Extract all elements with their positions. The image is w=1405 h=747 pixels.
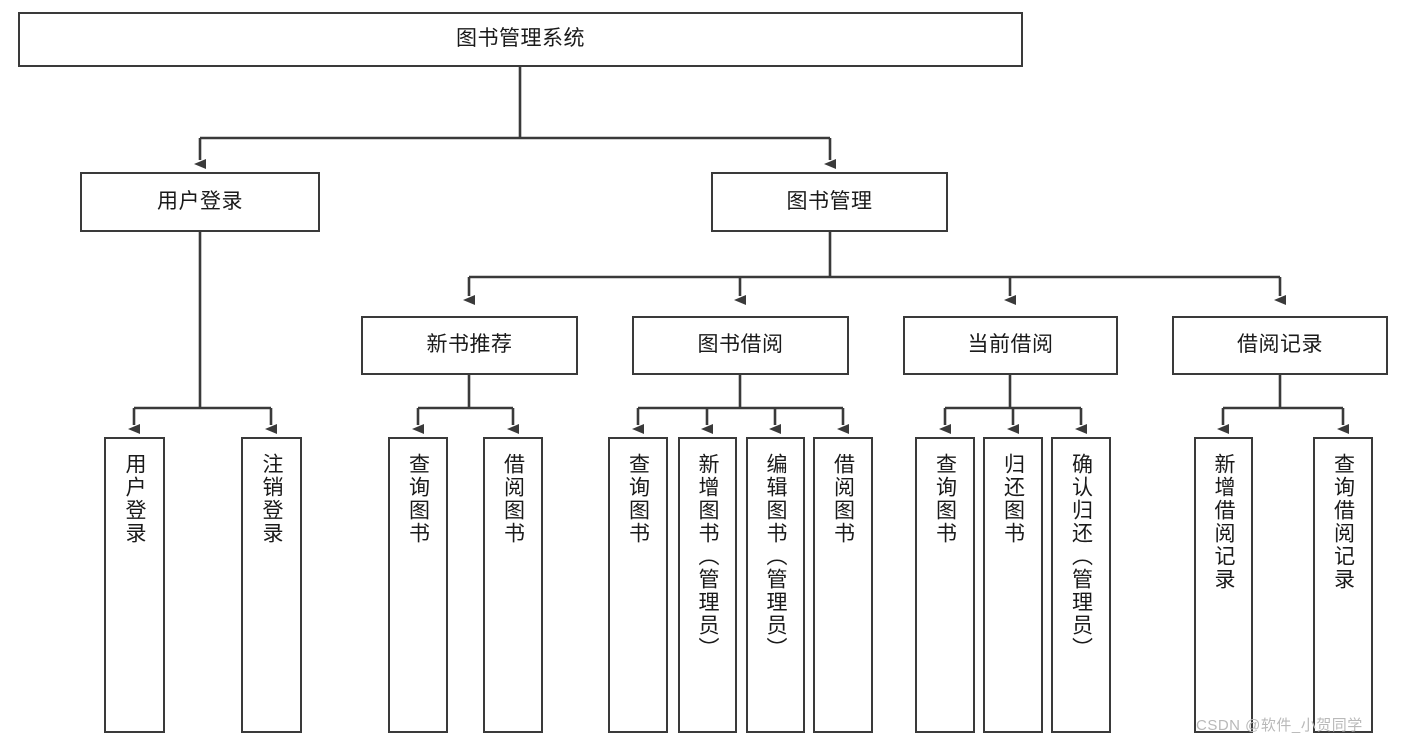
node-leaf-query-book-borrow[interactable]: 查询图书	[608, 437, 668, 733]
node-label: 借阅图书	[501, 453, 525, 545]
node-borrow-record[interactable]: 借阅记录	[1172, 316, 1388, 375]
node-leaf-edit-book[interactable]: 编辑图书（管理员）	[746, 437, 805, 733]
node-label: 查询图书	[933, 453, 957, 545]
node-label: 查询借阅记录	[1331, 453, 1355, 591]
node-label: 新增借阅记录	[1212, 453, 1235, 591]
node-label: 编辑图书（管理员）	[764, 453, 787, 660]
node-label: 新增图书（管理员）	[696, 453, 719, 660]
node-label: 确认归还（管理员）	[1069, 453, 1093, 660]
node-leaf-user-login[interactable]: 用户登录	[104, 437, 165, 733]
node-leaf-add-record[interactable]: 新增借阅记录	[1194, 437, 1253, 733]
node-user-login[interactable]: 用户登录	[80, 172, 320, 232]
node-label: 图书管理	[786, 189, 873, 213]
node-label: 归还图书	[1001, 453, 1025, 545]
node-label: 用户登录	[157, 189, 243, 213]
node-label: 查询图书	[626, 453, 650, 545]
node-book-manage[interactable]: 图书管理	[711, 172, 948, 232]
node-leaf-borrow-book[interactable]: 借阅图书	[813, 437, 873, 733]
node-label: 借阅记录	[1237, 333, 1323, 357]
node-label: 图书管理系统	[456, 27, 585, 51]
node-leaf-return-book[interactable]: 归还图书	[983, 437, 1043, 733]
node-leaf-query-book-rec[interactable]: 查询图书	[388, 437, 448, 733]
node-label: 注销登录	[260, 453, 283, 545]
node-root[interactable]: 图书管理系统	[18, 12, 1023, 67]
node-new-book-recommend[interactable]: 新书推荐	[361, 316, 578, 375]
node-label: 查询图书	[406, 453, 430, 545]
node-label: 当前借阅	[967, 333, 1054, 357]
node-book-borrow[interactable]: 图书借阅	[632, 316, 849, 375]
node-leaf-query-record[interactable]: 查询借阅记录	[1313, 437, 1373, 733]
node-leaf-logout[interactable]: 注销登录	[241, 437, 302, 733]
node-leaf-add-book[interactable]: 新增图书（管理员）	[678, 437, 737, 733]
node-label: 图书借阅	[697, 333, 784, 357]
node-leaf-borrow-book-rec[interactable]: 借阅图书	[483, 437, 543, 733]
csdn-watermark: CSDN @软件_小贺同学	[1196, 717, 1363, 734]
node-current-borrow[interactable]: 当前借阅	[903, 316, 1118, 375]
node-label: 借阅图书	[831, 453, 855, 545]
node-leaf-query-book-cur[interactable]: 查询图书	[915, 437, 975, 733]
node-label: 新书推荐	[426, 333, 513, 357]
node-label: 用户登录	[123, 453, 146, 545]
node-leaf-confirm-return[interactable]: 确认归还（管理员）	[1051, 437, 1111, 733]
